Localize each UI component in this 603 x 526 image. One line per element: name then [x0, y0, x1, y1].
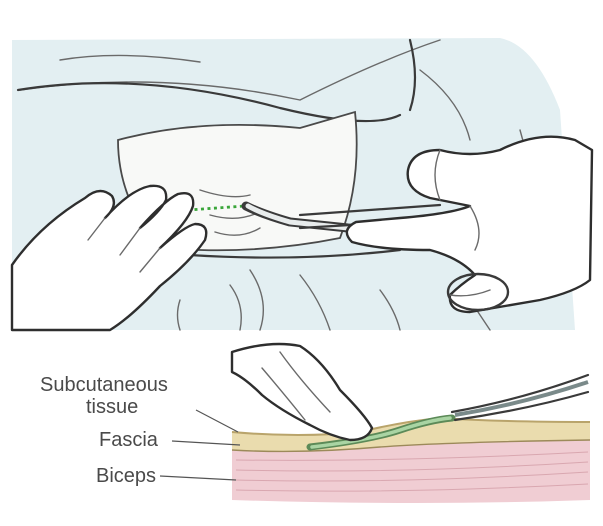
leader-subcutaneous: [196, 410, 238, 432]
label-tissue: tissue: [86, 396, 138, 418]
top-panel: [12, 38, 592, 330]
label-fascia: Fascia: [99, 429, 159, 451]
leader-fascia: [172, 441, 240, 445]
cross-section-panel: [160, 344, 590, 503]
finger-icon: [232, 344, 372, 440]
label-biceps: Biceps: [96, 465, 156, 487]
leader-biceps: [160, 476, 236, 480]
label-subcutaneous: Subcutaneous: [40, 374, 168, 396]
